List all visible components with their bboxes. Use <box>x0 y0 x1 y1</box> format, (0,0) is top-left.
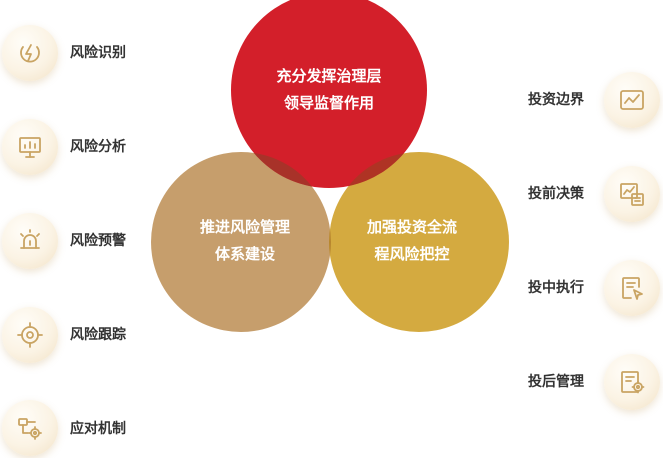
post-investment-management-badge <box>604 354 660 410</box>
risk-analysis-label: 风险分析 <box>70 139 126 155</box>
alarm-light-icon <box>20 229 40 249</box>
top-circle-line-2: 领导监督作用 <box>283 94 374 112</box>
investment-boundary-label: 投资边界 <box>528 92 584 108</box>
response-mechanism-badge <box>2 400 58 456</box>
risk-warning-badge <box>2 213 58 269</box>
right-circle-line-1: 加强投资全流 <box>366 218 457 236</box>
risk-warning-label: 风险预警 <box>70 233 126 249</box>
right-circle <box>329 152 509 332</box>
investment-boundary-badge <box>604 72 660 128</box>
investment-execution-label: 投中执行 <box>528 280 584 296</box>
report-chart-icon <box>620 183 644 206</box>
post-investment-management-label: 投后管理 <box>528 374 584 390</box>
pre-investment-decision-badge <box>604 166 660 222</box>
risk-analysis-badge <box>2 119 58 175</box>
right-circle-text: 加强投资全流 程风险把控 <box>337 214 487 268</box>
response-mechanism-label: 应对机制 <box>70 421 126 437</box>
risk-identify-label: 风险识别 <box>70 45 126 61</box>
top-circle-line-1: 充分发挥治理层 <box>276 67 382 85</box>
risk-tracking-badge <box>2 307 58 363</box>
target-icon <box>17 322 43 348</box>
document-cursor-icon <box>622 277 643 300</box>
left-circle <box>151 152 331 332</box>
top-circle-text: 充分发挥治理层 领导监督作用 <box>249 63 409 117</box>
left-circle-text: 推进风险管理 体系建设 <box>170 214 320 268</box>
risk-tracking-label: 风险跟踪 <box>70 327 126 343</box>
lightning-icon <box>20 44 40 63</box>
document-gear-icon <box>621 371 645 394</box>
right-circle-line-2: 程风险把控 <box>374 245 450 263</box>
risk-identify-badge <box>2 25 58 81</box>
presentation-chart-icon <box>19 137 41 158</box>
flow-gear-icon <box>18 418 42 440</box>
line-chart-icon <box>620 90 644 110</box>
left-circle-line-1: 推进风险管理 <box>199 218 290 236</box>
top-circle <box>231 0 427 188</box>
pre-investment-decision-label: 投前决策 <box>528 186 584 202</box>
left-circle-line-2: 体系建设 <box>214 245 275 263</box>
investment-execution-badge <box>604 260 660 316</box>
